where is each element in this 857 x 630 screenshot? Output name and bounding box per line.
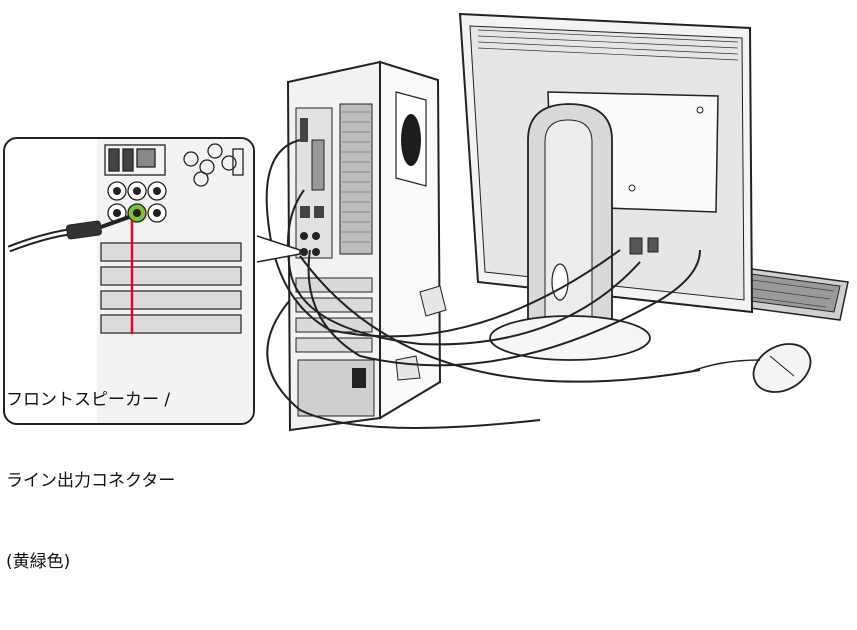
connector-label: フロントスピーカー / ライン出力コネクター (黄緑色): [6, 333, 256, 630]
connection-diagram: フロントスピーカー / ライン出力コネクター (黄緑色): [0, 0, 857, 448]
mouse-icon: [690, 334, 819, 401]
label-line-3: (黄緑色): [6, 549, 256, 576]
label-line-2: ライン出力コネクター: [6, 468, 256, 495]
label-line-1: フロントスピーカー /: [6, 387, 256, 414]
pc-tower-icon: [288, 62, 446, 430]
lcd-monitor-icon: [460, 14, 752, 360]
